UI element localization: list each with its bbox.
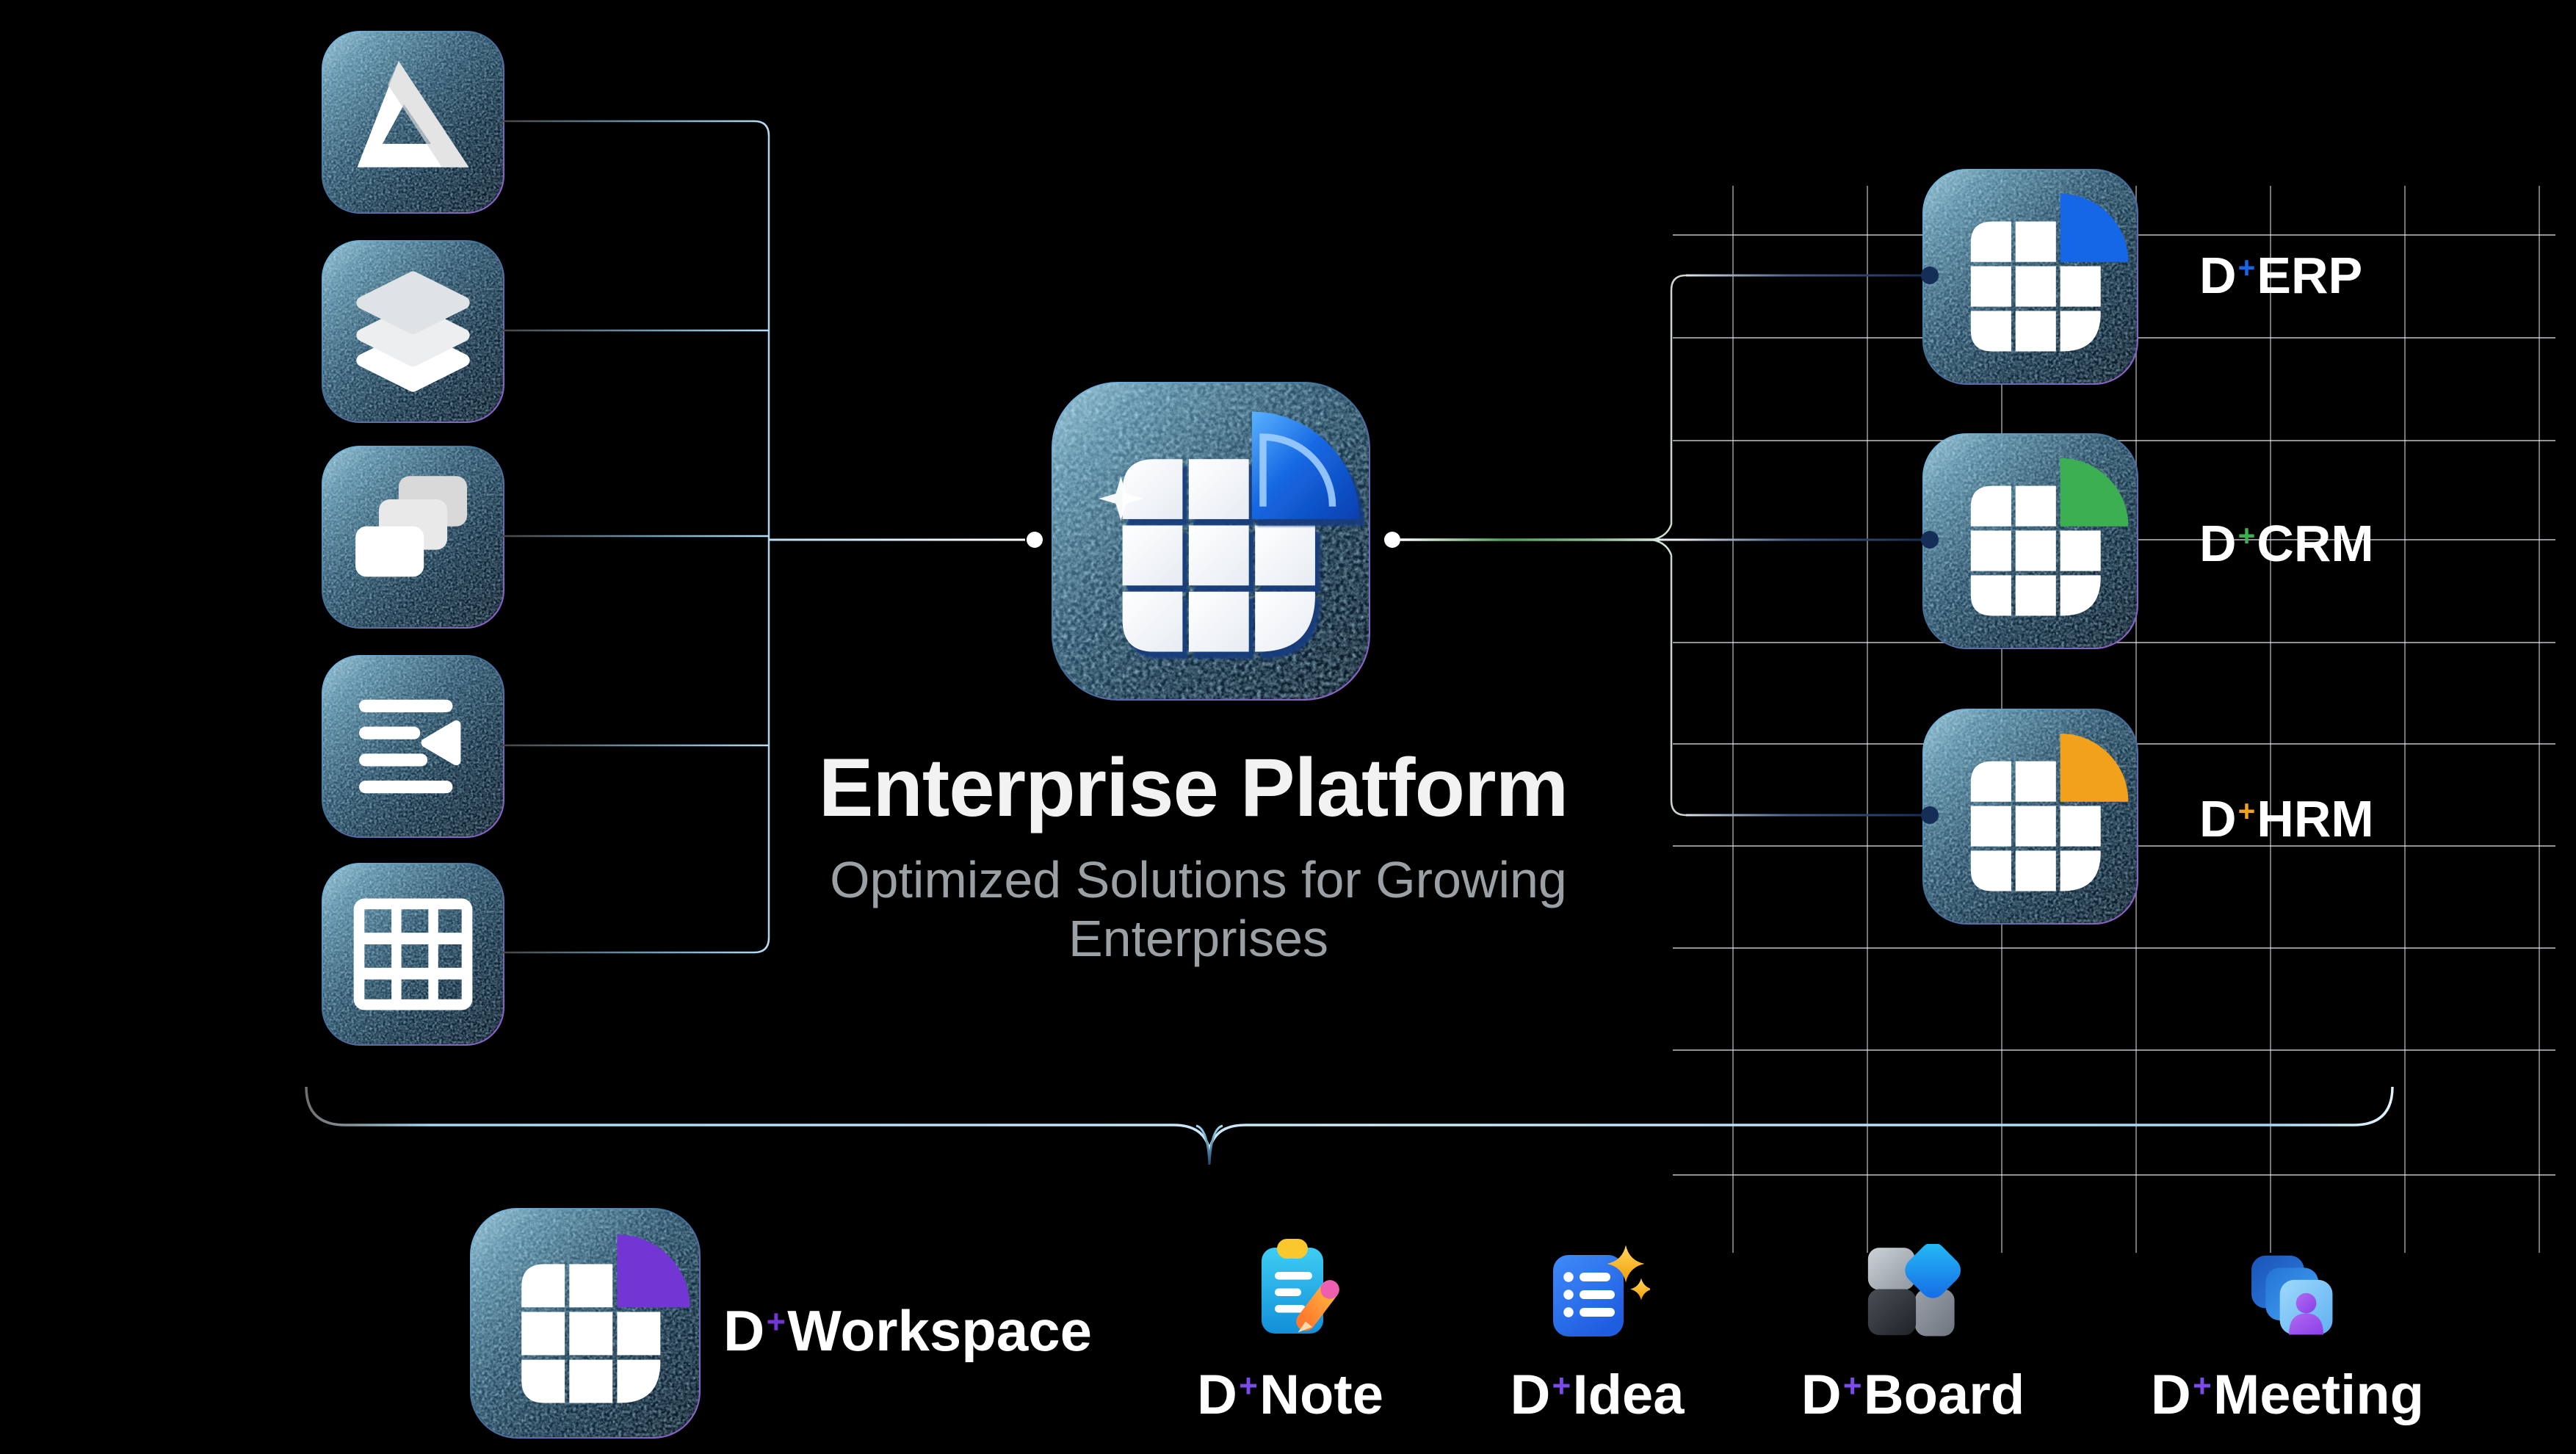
source-tile-table	[322, 863, 504, 1046]
workspace-label: D+Workspace	[723, 1298, 1093, 1363]
source-tile-copies	[322, 446, 504, 629]
source-tile-drive	[322, 31, 504, 214]
meeting-stack-avatar-icon	[2251, 1255, 2333, 1335]
platform-subtitle: Optimized Solutions for Growing Enterpri…	[830, 851, 1567, 967]
idea-list-sparkle-icon	[1553, 1245, 1650, 1337]
platform-title: Enterprise Platform	[818, 742, 1569, 833]
product-label-hrm: D+HRM	[2199, 790, 2374, 847]
source-tile-layers	[322, 240, 504, 423]
overlapping-cards-icon	[355, 476, 467, 577]
source-tile-list	[322, 655, 504, 838]
product-tile-crm	[1922, 433, 2138, 649]
product-label-erp: D+ERP	[2199, 247, 2363, 304]
board-shapes-icon	[1867, 1244, 1961, 1337]
product-label-crm: D+CRM	[2199, 515, 2374, 572]
workspace-tile	[470, 1208, 701, 1439]
enterprise-platform-tile	[1052, 382, 1370, 701]
product-tile-erp	[1922, 169, 2138, 385]
list-cursor-icon	[359, 699, 461, 794]
app-label-meeting: D+Meeting	[2150, 1364, 2425, 1426]
app-label-note: D+Note	[1197, 1364, 1383, 1426]
app-label-idea: D+Idea	[1510, 1364, 1685, 1426]
stacked-layers-icon	[356, 271, 470, 392]
product-tile-hrm	[1922, 709, 2138, 925]
app-label-board: D+Board	[1801, 1364, 2025, 1426]
enterprise-platform-grid-icon	[1099, 411, 1360, 652]
drive-triangle-icon	[357, 61, 469, 167]
note-clipboard-icon	[1262, 1239, 1339, 1334]
